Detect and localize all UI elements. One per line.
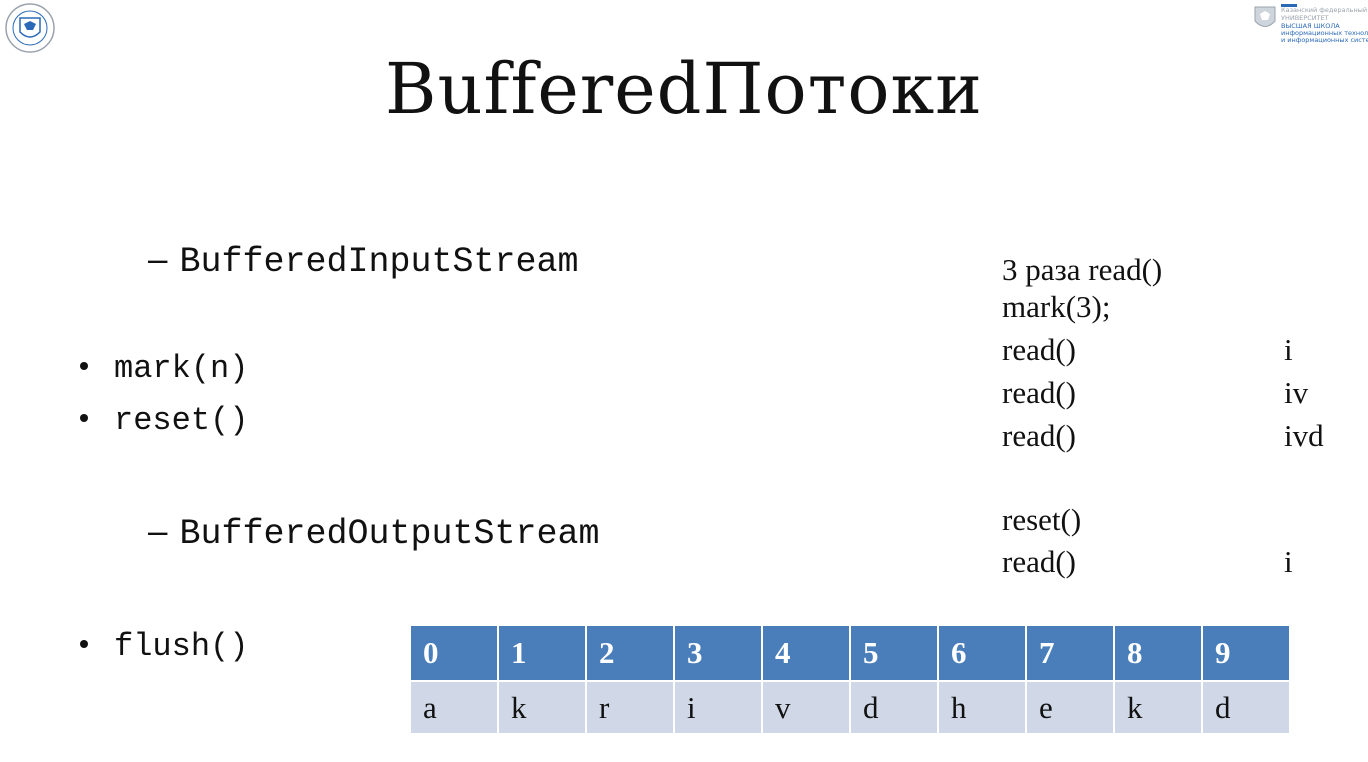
value-row: a k r i v d h e k d (409, 680, 1291, 735)
trace-op: 3 раза read() (1002, 252, 1163, 287)
index-cell: 5 (849, 624, 939, 682)
subitem-label: BufferedInputStream (179, 242, 579, 282)
subitem-output-stream: –BufferedOutputStream (148, 512, 600, 554)
value-cell: d (1201, 680, 1291, 735)
trace-result: i (1284, 332, 1293, 367)
bullet-reset: reset() (70, 402, 248, 440)
bullet-icon (80, 639, 88, 648)
value-cell: k (1113, 680, 1203, 735)
trace-result: iv (1284, 375, 1309, 410)
trace-op: reset() (1002, 502, 1082, 537)
trace-op: mark(3); (1002, 289, 1111, 324)
index-cell: 6 (937, 624, 1027, 682)
trace-op: read() (1002, 375, 1076, 410)
value-cell: k (497, 680, 587, 735)
subitem-input-stream: –BufferedInputStream (148, 240, 579, 282)
bullet-icon (80, 413, 88, 422)
trace-op: read() (1002, 418, 1076, 453)
value-cell: v (761, 680, 851, 735)
bullet-label: reset() (114, 402, 249, 439)
trace-op: read() (1002, 332, 1076, 367)
bullet-flush: flush() (70, 628, 248, 666)
value-cell: d (849, 680, 939, 735)
bullet-label: flush() (114, 628, 249, 665)
logo-line-4: информационных технол (1281, 29, 1368, 37)
value-cell: i (673, 680, 763, 735)
index-cell: 9 (1201, 624, 1291, 682)
dash-icon: – (148, 512, 168, 551)
trace-op: read() (1002, 544, 1076, 579)
index-row: 0 1 2 3 4 5 6 7 8 9 (409, 624, 1291, 682)
bullet-icon (80, 361, 88, 370)
slide-title: BufferedПотоки (385, 48, 983, 130)
index-cell: 8 (1113, 624, 1203, 682)
value-cell: e (1025, 680, 1115, 735)
dash-icon: – (148, 240, 168, 279)
trace-result: ivd (1284, 418, 1324, 453)
trace-result: i (1284, 544, 1293, 579)
subitem-label: BufferedOutputStream (179, 514, 600, 554)
logo-accent-bar (1281, 4, 1297, 7)
index-cell: 3 (673, 624, 763, 682)
kfu-logo: Казанский федеральный УНИВЕРСИТЕТ ВЫСШАЯ… (1252, 2, 1368, 46)
index-cell: 4 (761, 624, 851, 682)
bullet-label: mark(n) (114, 350, 249, 387)
value-cell: a (409, 680, 499, 735)
logo-line-3: ВЫСШАЯ ШКОЛА (1281, 22, 1340, 30)
bullet-mark: mark(n) (70, 350, 248, 388)
index-cell: 1 (497, 624, 587, 682)
value-cell: h (937, 680, 1027, 735)
logo-line-5: и информационных систе (1281, 36, 1368, 44)
logo-line-2: УНИВЕРСИТЕТ (1281, 14, 1329, 22)
shield-icon (1254, 6, 1276, 27)
buffer-table: 0 1 2 3 4 5 6 7 8 9 a k r i v d h e k d (409, 624, 1291, 735)
index-cell: 0 (409, 624, 499, 682)
index-cell: 2 (585, 624, 675, 682)
logo-line-1: Казанский федеральный (1281, 6, 1368, 14)
index-cell: 7 (1025, 624, 1115, 682)
university-logo-icon (2, 2, 58, 54)
value-cell: r (585, 680, 675, 735)
